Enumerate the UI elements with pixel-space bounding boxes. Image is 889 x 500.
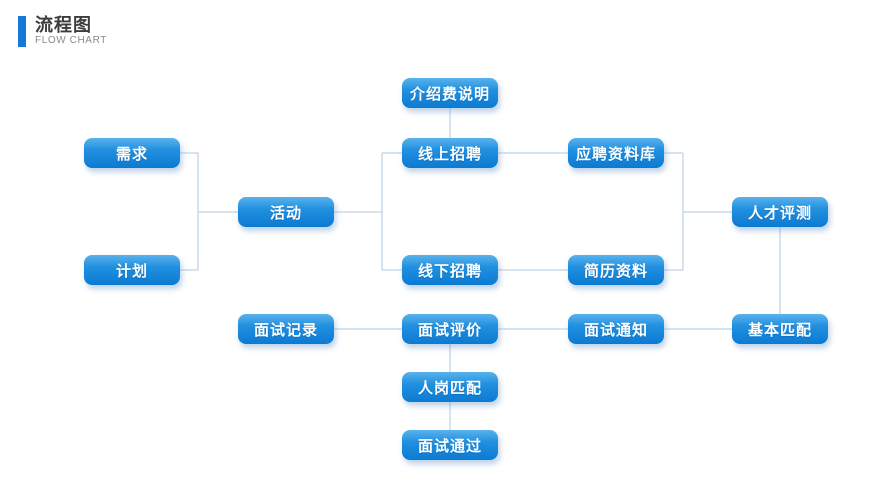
flow-node-person-post-match: 人岗匹配 bbox=[402, 372, 498, 402]
title-block: 流程图 FLOW CHART bbox=[35, 16, 107, 47]
flow-node-online-recruit: 线上招聘 bbox=[402, 138, 498, 168]
flow-node-offline-recruit: 线下招聘 bbox=[402, 255, 498, 285]
flow-node-applicant-database: 应聘资料库 bbox=[568, 138, 664, 168]
accent-bar bbox=[18, 16, 26, 47]
flow-node-interview-pass: 面试通过 bbox=[402, 430, 498, 460]
flow-node-talent-assessment: 人才评测 bbox=[732, 197, 828, 227]
page-subtitle: FLOW CHART bbox=[35, 35, 107, 46]
flow-node-resume-data: 简历资料 bbox=[568, 255, 664, 285]
flow-node-activity: 活动 bbox=[238, 197, 334, 227]
flow-node-plan: 计划 bbox=[84, 255, 180, 285]
page-title: 流程图 bbox=[35, 15, 92, 35]
flow-node-demand: 需求 bbox=[84, 138, 180, 168]
flow-connector-demand-plan-junction bbox=[180, 152, 199, 271]
flow-node-interview-record: 面试记录 bbox=[238, 314, 334, 344]
page-header: 流程图 FLOW CHART bbox=[18, 16, 107, 47]
flow-node-interview-evaluation: 面试评价 bbox=[402, 314, 498, 344]
flow-node-basic-match: 基本匹配 bbox=[732, 314, 828, 344]
flow-node-intro-fee: 介绍费说明 bbox=[402, 78, 498, 108]
flow-node-interview-notice: 面试通知 bbox=[568, 314, 664, 344]
